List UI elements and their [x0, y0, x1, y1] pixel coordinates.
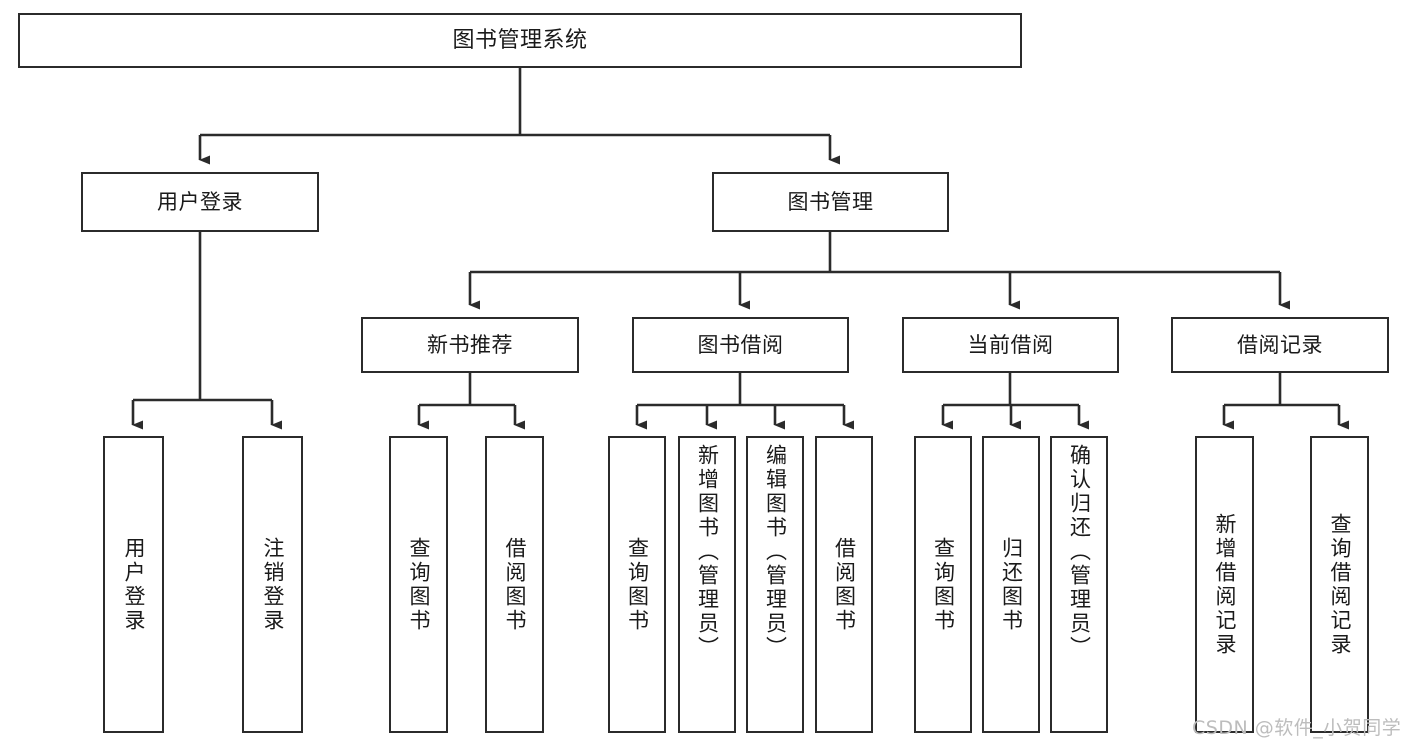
node-leaf-logout-label: 注销登录 [261, 536, 285, 633]
node-leaf-borrow-book-recommend-label: 借阅图书 [503, 536, 527, 633]
node-leaf-edit-book-label: 编辑图书（管理员） [763, 444, 788, 660]
node-root-label: 图书管理系统 [452, 27, 588, 53]
node-book-borrow[interactable]: 图书借阅 [632, 317, 849, 373]
node-leaf-borrow-book-label: 借阅图书 [832, 536, 857, 633]
node-leaf-confirm-return[interactable]: 确认归还（管理员） [1050, 436, 1108, 733]
node-user-login-label: 用户登录 [157, 189, 243, 214]
watermark-text: CSDN @软件_小贺同学 [1192, 717, 1402, 739]
node-borrow-record[interactable]: 借阅记录 [1171, 317, 1389, 373]
node-new-book-recommend[interactable]: 新书推荐 [361, 317, 579, 373]
node-leaf-borrow-book[interactable]: 借阅图书 [815, 436, 873, 733]
node-leaf-edit-book[interactable]: 编辑图书（管理员） [746, 436, 804, 733]
node-leaf-return-book-label: 归还图书 [999, 536, 1024, 633]
node-user-login[interactable]: 用户登录 [81, 172, 319, 232]
node-leaf-return-book[interactable]: 归还图书 [982, 436, 1040, 733]
node-leaf-user-login[interactable]: 用户登录 [103, 436, 164, 733]
node-leaf-query-borrow-record[interactable]: 查询借阅记录 [1310, 436, 1369, 733]
node-root[interactable]: 图书管理系统 [18, 13, 1022, 68]
node-leaf-query-book-recommend-label: 查询图书 [407, 536, 431, 633]
node-book-borrow-label: 图书借阅 [697, 332, 784, 357]
node-leaf-query-book-borrow[interactable]: 查询图书 [608, 436, 666, 733]
node-new-book-recommend-label: 新书推荐 [427, 332, 513, 357]
node-leaf-confirm-return-label: 确认归还（管理员） [1067, 444, 1092, 660]
node-current-borrow[interactable]: 当前借阅 [902, 317, 1119, 373]
node-borrow-record-label: 借阅记录 [1237, 332, 1323, 357]
node-leaf-user-login-label: 用户登录 [122, 536, 146, 633]
node-leaf-logout[interactable]: 注销登录 [242, 436, 303, 733]
node-leaf-query-book-borrow-label: 查询图书 [625, 536, 650, 633]
node-current-borrow-label: 当前借阅 [967, 332, 1054, 357]
node-leaf-add-borrow-record[interactable]: 新增借阅记录 [1195, 436, 1254, 733]
node-leaf-borrow-book-recommend[interactable]: 借阅图书 [485, 436, 544, 733]
node-leaf-add-borrow-record-label: 新增借阅记录 [1213, 512, 1237, 657]
node-book-manage-label: 图书管理 [787, 189, 874, 214]
node-leaf-query-borrow-record-label: 查询借阅记录 [1328, 512, 1352, 657]
node-leaf-query-book-current[interactable]: 查询图书 [914, 436, 972, 733]
node-leaf-query-book-current-label: 查询图书 [931, 536, 956, 633]
node-leaf-query-book-recommend[interactable]: 查询图书 [389, 436, 448, 733]
node-leaf-add-book-label: 新增图书（管理员） [695, 444, 720, 660]
node-leaf-add-book[interactable]: 新增图书（管理员） [678, 436, 736, 733]
node-book-manage[interactable]: 图书管理 [712, 172, 949, 232]
